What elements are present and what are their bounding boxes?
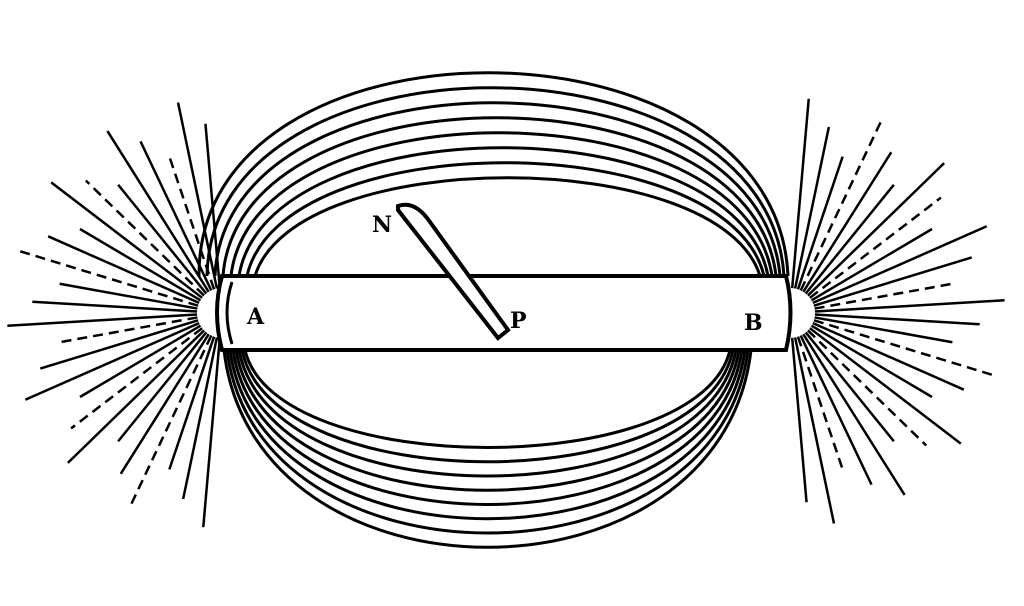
radial-field-line [790,337,808,503]
radial-field-line [32,300,198,313]
radial-field-line [59,282,198,310]
radial-field-line [802,333,906,496]
bar-magnet [215,274,793,352]
radial-field-line [799,335,873,486]
radial-field-line [804,331,895,443]
radial-field-line [813,319,996,378]
radial-field-line [809,327,962,445]
radial-field-line [168,156,216,290]
field-line [225,349,750,535]
radial-field-line [106,130,210,293]
pole-a-radial-lines [7,102,222,528]
radial-field-line [39,319,199,370]
needle-north-label: N [372,212,392,238]
radial-field-line [810,324,933,399]
field-line [237,349,738,478]
radial-field-line [814,299,1005,313]
radial-field-line [802,151,893,293]
pole-a-label: A [246,304,265,330]
field-line [240,349,735,464]
radial-field-line [168,336,216,470]
radial-field-line [793,126,831,289]
radial-field-line [84,179,205,297]
radial-field-line [47,235,200,305]
radial-field-line [202,337,222,528]
field-line [243,349,732,449]
radial-field-line [812,225,988,305]
field-line [234,349,741,492]
radial-field-line [813,256,973,307]
radial-field-line [66,329,205,464]
radial-field-line [70,327,203,430]
field-line [221,116,778,277]
radial-field-line [809,196,942,299]
needle-point-label: P [510,308,527,334]
pole-b-label: B [744,310,763,336]
radial-field-line [814,313,980,326]
field-line [205,86,786,277]
radial-field-line [24,321,200,401]
radial-field-line [16,248,199,307]
field-line [228,349,747,521]
radial-field-line [814,282,953,310]
radial-field-line [181,337,219,500]
radial-field-line [796,336,844,470]
upper-field-lines [197,71,790,277]
radial-field-line [176,102,219,289]
radial-field-line [810,227,933,302]
compass-needle [396,202,511,341]
radial-field-line [807,162,946,297]
radial-field-line [204,123,222,289]
radial-field-line [793,337,836,524]
field-line [197,71,790,277]
field-line [213,101,782,277]
radial-field-line [814,316,953,344]
radial-field-line [117,331,208,443]
radial-field-line [119,333,210,475]
field-line [237,146,770,277]
field-line [253,176,762,277]
radial-field-line [790,98,810,289]
radial-field-line [804,183,895,295]
radial-field-line [79,324,202,399]
radial-field-line [59,316,198,344]
radial-field-line [812,321,965,391]
field-line [229,131,774,277]
field-line [245,161,766,277]
radial-field-line [50,181,203,299]
lower-field-lines [222,349,753,549]
field-line [222,349,753,549]
radial-field-line [796,156,844,290]
pole-b-radial-lines [790,98,1005,524]
radial-field-line [117,183,208,295]
field-line [231,349,744,506]
radial-field-line [79,227,202,302]
radial-field-line [7,313,198,327]
radial-field-line [807,329,928,447]
radial-field-line [139,140,213,291]
